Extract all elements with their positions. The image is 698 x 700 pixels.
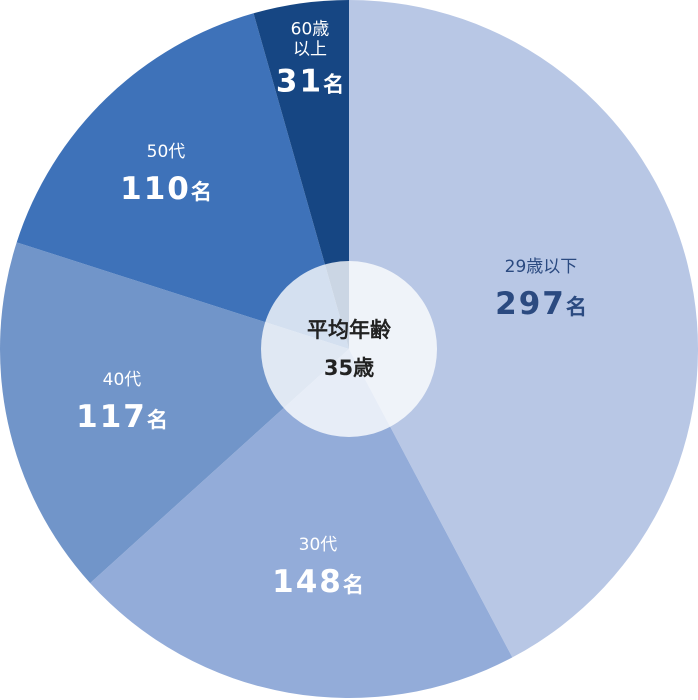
slice-under-29 [349, 0, 698, 658]
slice-label-under-29: 29歳以下 297名 [495, 257, 587, 327]
category-label: 30代 [298, 535, 338, 555]
slice-30s [90, 349, 513, 698]
count-value: 148名 [272, 564, 364, 600]
category-label: 60歳 以上 [290, 19, 330, 60]
center-disc [261, 261, 437, 437]
count-value: 31名 [275, 63, 345, 100]
slice-50s [16, 13, 349, 349]
category-label: 29歳以下 [504, 257, 578, 277]
average-age-value: 35歳 [323, 356, 375, 380]
count-value: 117名 [76, 399, 168, 435]
count-value: 297名 [495, 286, 587, 322]
category-label: 50代 [146, 142, 186, 162]
category-label: 40代 [102, 370, 142, 390]
slice-40s [0, 242, 349, 584]
slice-label-30s: 30代 148名 [272, 535, 364, 605]
slice-label-40s: 40代 117名 [76, 370, 168, 440]
slice-label-60-plus: 60歳 以上 31名 [276, 20, 344, 105]
count-value: 110名 [120, 171, 212, 207]
average-age: 平均年齢 35歳 [307, 315, 391, 383]
slice-60-plus [253, 0, 349, 349]
slice-label-50s: 50代 110名 [120, 142, 212, 212]
average-age-title: 平均年齢 [307, 318, 391, 342]
